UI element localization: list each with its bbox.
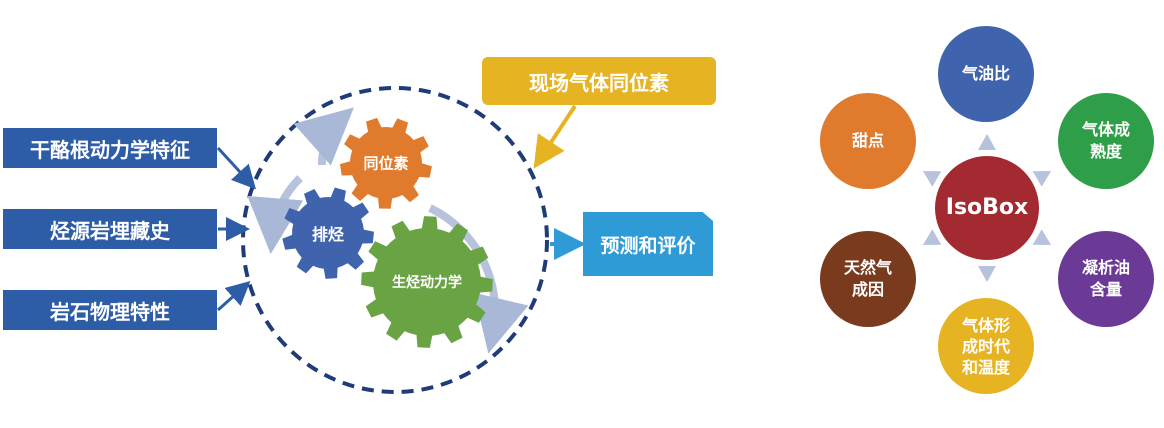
satellite-sweet-spot: 甜点 [820,93,916,189]
cycle-arrow-right [428,204,529,354]
cycle-arrow-top [293,107,354,166]
gear-label-expulsion: 排烃 [311,225,345,244]
output-label: 预测和评价 [600,234,696,257]
hub-arrow-2 [1032,229,1052,245]
hub-arrow-5 [922,171,942,187]
satellite-gas-maturity: 气体成 熟度 [1058,93,1154,189]
top-input-box: 现场气体同位素 [482,57,716,105]
hub-arrow-4 [922,229,942,245]
input-box-burial: 烃源岩埋藏史 [3,209,217,249]
hub-arrow-3 [978,266,996,282]
input-label-kerogen: 干酪根动力学特征 [30,137,190,162]
gear-expulsion [282,187,374,279]
satellite-gas-oil-ratio: 气油比 [938,26,1034,122]
top-input-label: 现场气体同位素 [529,70,669,95]
hub-arrow-1 [1032,171,1052,187]
gear-label-kinetics: 生烃动力学 [392,275,462,291]
output-box: 预测和评价 [583,212,713,276]
hub-center-label: IsoBox [945,195,1029,220]
arrow-input-3 [217,281,251,312]
arrow-top-input [533,104,577,169]
gear-isotope [340,117,432,209]
input-label-burial: 烃源岩埋藏史 [50,218,170,243]
hub-center-circle [935,156,1039,260]
hub-arrow-0 [978,134,996,150]
process-ring [241,86,549,394]
input-label-petrophysics: 岩石物理特性 [50,299,170,324]
input-box-petrophysics: 岩石物理特性 [3,290,217,330]
gear-label-isotope: 同位素 [363,154,409,173]
hub-arrows [922,134,1052,282]
input-box-kerogen: 干酪根动力学特征 [3,128,217,168]
satellite-gas-age-temp: 气体形 成时代 和温度 [938,298,1034,394]
satellite-gas-genesis: 天然气 成因 [820,231,916,327]
arrow-input-1 [216,146,257,190]
gear-kinetics [361,216,493,348]
satellite-condensate: 凝析油 含量 [1058,231,1154,327]
cycle-arrow-left [247,175,304,254]
